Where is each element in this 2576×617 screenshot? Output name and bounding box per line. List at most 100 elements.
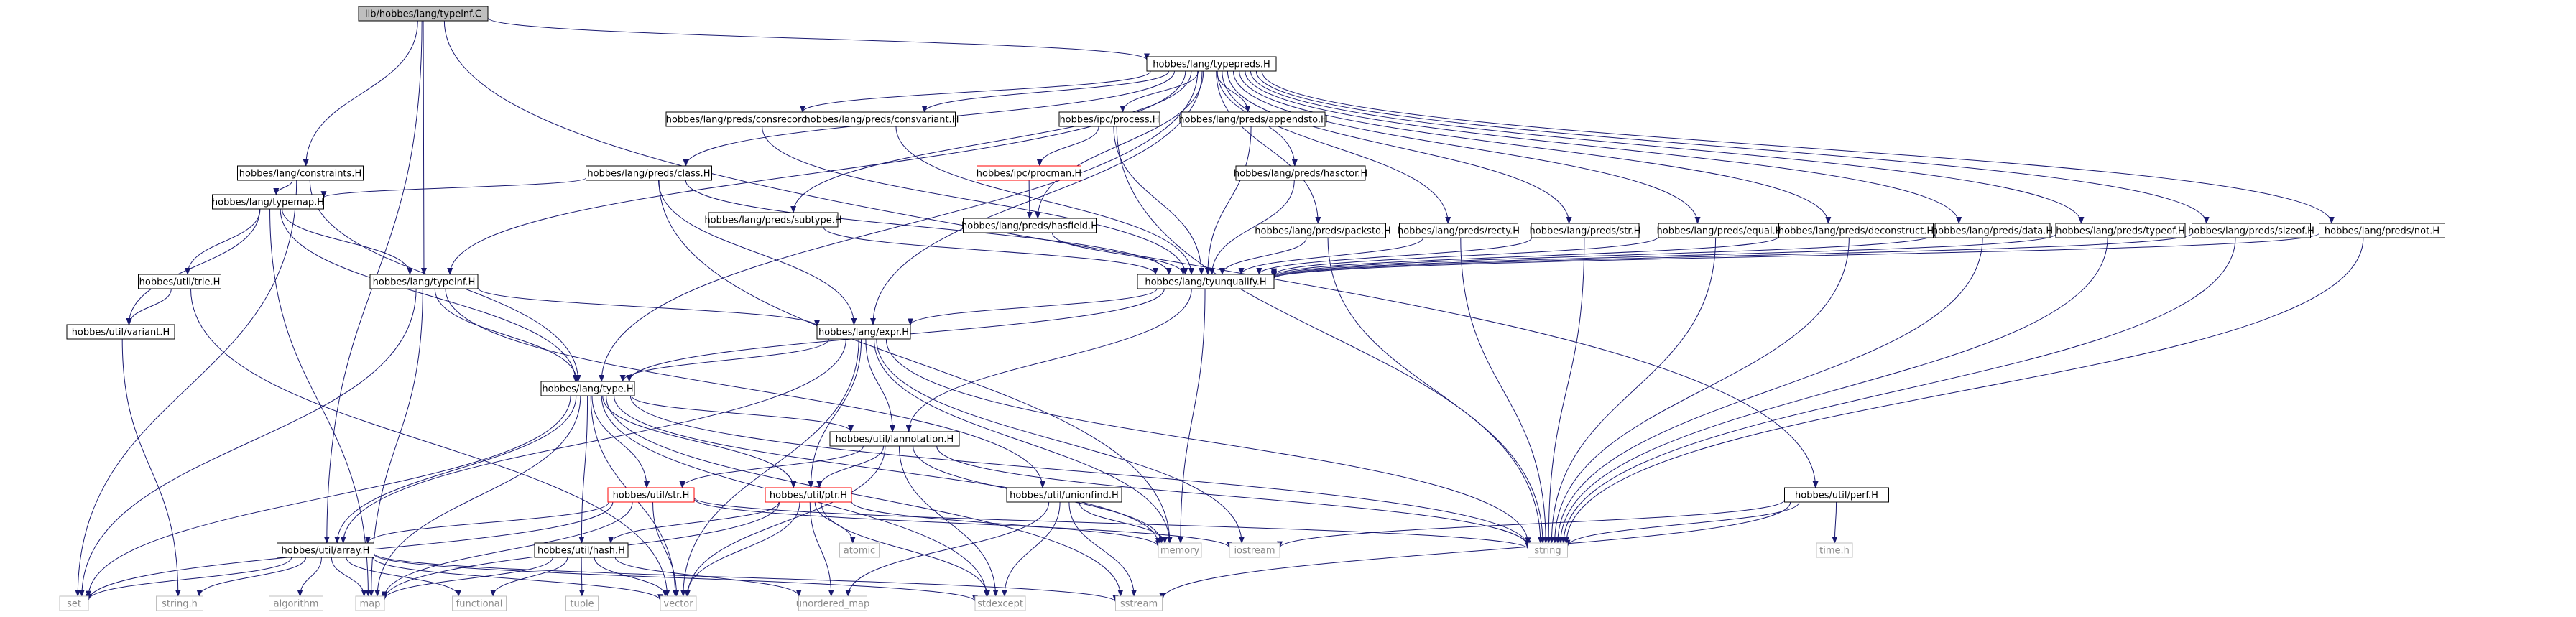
node-label: hobbes/lang/preds/str.H [1530,226,1641,237]
node-label: hobbes/lang/preds/equal.H [1657,226,1783,237]
node-consrecord[interactable]: hobbes/lang/preds/consrecord.H [665,111,818,127]
node-variant[interactable]: hobbes/util/variant.H [66,324,175,340]
node-hasctor[interactable]: hobbes/lang/preds/hasctor.H [1234,165,1367,181]
node-consvariant[interactable]: hobbes/lang/preds/consvariant.H [805,111,959,127]
node-stringh[interactable]: string.h [156,595,203,611]
node-box [156,595,203,611]
node-deconstruct[interactable]: hobbes/lang/preds/deconstruct.H [1778,223,1934,238]
node-label: hobbes/lang/type.H [542,384,633,395]
node-recty[interactable]: hobbes/lang/preds/recty.H [1398,223,1520,238]
edge-recty-tyunqualify [1238,237,1423,275]
node-string[interactable]: string [1528,542,1568,558]
edge-ustr-iostream [693,498,1232,549]
node-not[interactable]: hobbes/lang/preds/not.H [2319,223,2445,238]
node-box [1146,56,1277,72]
edge-typeof-string [1557,237,2108,544]
edge-perf-sstream [1159,501,1791,600]
edge-lannotation-uptr [816,445,885,488]
edge-lannotation-stdexcept [898,445,999,597]
node-iostream[interactable]: iostream [1229,542,1280,558]
node-box [1816,542,1853,558]
node-hash[interactable]: hobbes/util/hash.H [534,542,629,558]
node-label: hobbes/lang/typemap.H [212,198,324,208]
node-trie[interactable]: hobbes/util/trie.H [138,274,221,289]
node-root[interactable]: lib/hobbes/lang/typeinf.C [358,6,489,22]
node-label: hobbes/lang/constraints.H [239,169,361,180]
node-unionfind[interactable]: hobbes/util/unionfind.H [1006,487,1122,503]
node-sizeof[interactable]: hobbes/lang/preds/sizeof.H [2188,223,2314,238]
node-vector[interactable]: vector [660,595,697,611]
node-functional[interactable]: functional [452,595,507,611]
node-label: hobbes/util/hash.H [537,546,625,557]
node-label: hobbes/ipc/process.H [1059,115,1159,126]
node-typepreds[interactable]: hobbes/lang/typepreds.H [1146,56,1277,72]
nodes-layer: lib/hobbes/lang/typeinf.C hobbes/lang/typ… [59,6,2445,611]
edge-expr-lannotation [865,338,896,432]
edge-type-set [86,395,571,598]
node-box [963,218,1097,233]
node-stdexcept[interactable]: stdexcept [974,595,1026,611]
node-lannotation[interactable]: hobbes/util/lannotation.H [829,431,960,447]
edge-sizeof-tyunqualify [1271,233,2192,279]
edge-type-string [629,395,1531,548]
node-packsto[interactable]: hobbes/lang/preds/packsto.H [1255,223,1391,238]
edge-hash-vector [594,557,668,597]
edge-typemap-variant [126,208,261,325]
node-perf[interactable]: hobbes/util/perf.H [1784,487,1889,503]
edge-ustr-array [364,501,609,544]
node-sstream[interactable]: sstream [1115,595,1163,611]
edge-expr-string [885,338,1531,545]
edge-variant-stringh [121,338,181,597]
edge-sizeof-string [1561,237,2236,544]
node-set[interactable]: set [59,595,89,611]
node-array[interactable]: hobbes/util/array.H [277,542,374,558]
edge-typemap-typeinf [282,208,413,275]
node-expr[interactable]: hobbes/lang/expr.H [816,324,911,340]
edge-typepreds-equal [1232,70,1701,224]
node-box [974,595,1026,611]
node-label: hobbes/util/variant.H [72,328,170,338]
node-appendsto[interactable]: hobbes/lang/preds/appendsto.H [1178,111,1328,127]
node-constraints[interactable]: hobbes/lang/constraints.H [237,165,364,181]
node-typeof[interactable]: hobbes/lang/preds/typeof.H [2055,223,2186,238]
node-label: sstream [1120,599,1158,610]
node-procman[interactable]: hobbes/ipc/procman.H [977,165,1081,181]
node-unordered_map[interactable]: unordered_map [796,595,870,611]
edge-constraints-set [75,180,297,597]
node-typeinf[interactable]: hobbes/lang/typeinf.H [369,274,479,289]
node-map[interactable]: map [355,595,385,611]
edge-packsto-string [1327,237,1546,544]
node-box [808,111,956,127]
edge-type-lannotation [631,395,854,432]
node-atomic[interactable]: atomic [839,542,880,558]
node-timeh[interactable]: time.h [1816,542,1853,558]
node-box [1137,274,1275,289]
node-algorithm[interactable]: algorithm [269,595,323,611]
node-label: hobbes/lang/typepreds.H [1153,60,1270,70]
edge-typepreds-typeof [1250,70,2085,224]
edge-array-map [331,557,367,597]
node-subtype[interactable]: hobbes/lang/preds/subtype.H [704,212,842,228]
edge-uptr-hash [608,501,780,544]
node-equal[interactable]: hobbes/lang/preds/equal.H [1657,223,1783,238]
node-box [586,165,712,181]
node-memory[interactable]: memory [1158,542,1202,558]
node-type[interactable]: hobbes/lang/type.H [540,381,635,396]
node-process[interactable]: hobbes/ipc/process.H [1058,111,1160,127]
node-label: hobbes/util/ptr.H [770,491,847,501]
edge-uptr-vector [684,501,800,597]
node-typemap[interactable]: hobbes/lang/typemap.H [212,194,324,210]
node-box [1528,542,1568,558]
node-class[interactable]: hobbes/lang/preds/class.H [586,165,712,181]
node-tuple[interactable]: tuple [565,595,599,611]
node-ustr[interactable]: hobbes/util/str.H [607,487,695,503]
node-pstr[interactable]: hobbes/lang/preds/str.H [1530,223,1641,238]
node-uptr[interactable]: hobbes/util/ptr.H [765,487,852,503]
node-tyunqualify[interactable]: hobbes/lang/tyunqualify.H [1137,274,1275,289]
edge-not-string [1564,237,2364,544]
node-hasfield[interactable]: hobbes/lang/preds/hasfield.H [961,218,1098,233]
node-box [1778,223,1934,238]
node-label: hobbes/lang/expr.H [818,328,909,338]
edge-class-typemap [320,177,586,199]
node-data[interactable]: hobbes/lang/preds/data.H [1932,223,2053,238]
